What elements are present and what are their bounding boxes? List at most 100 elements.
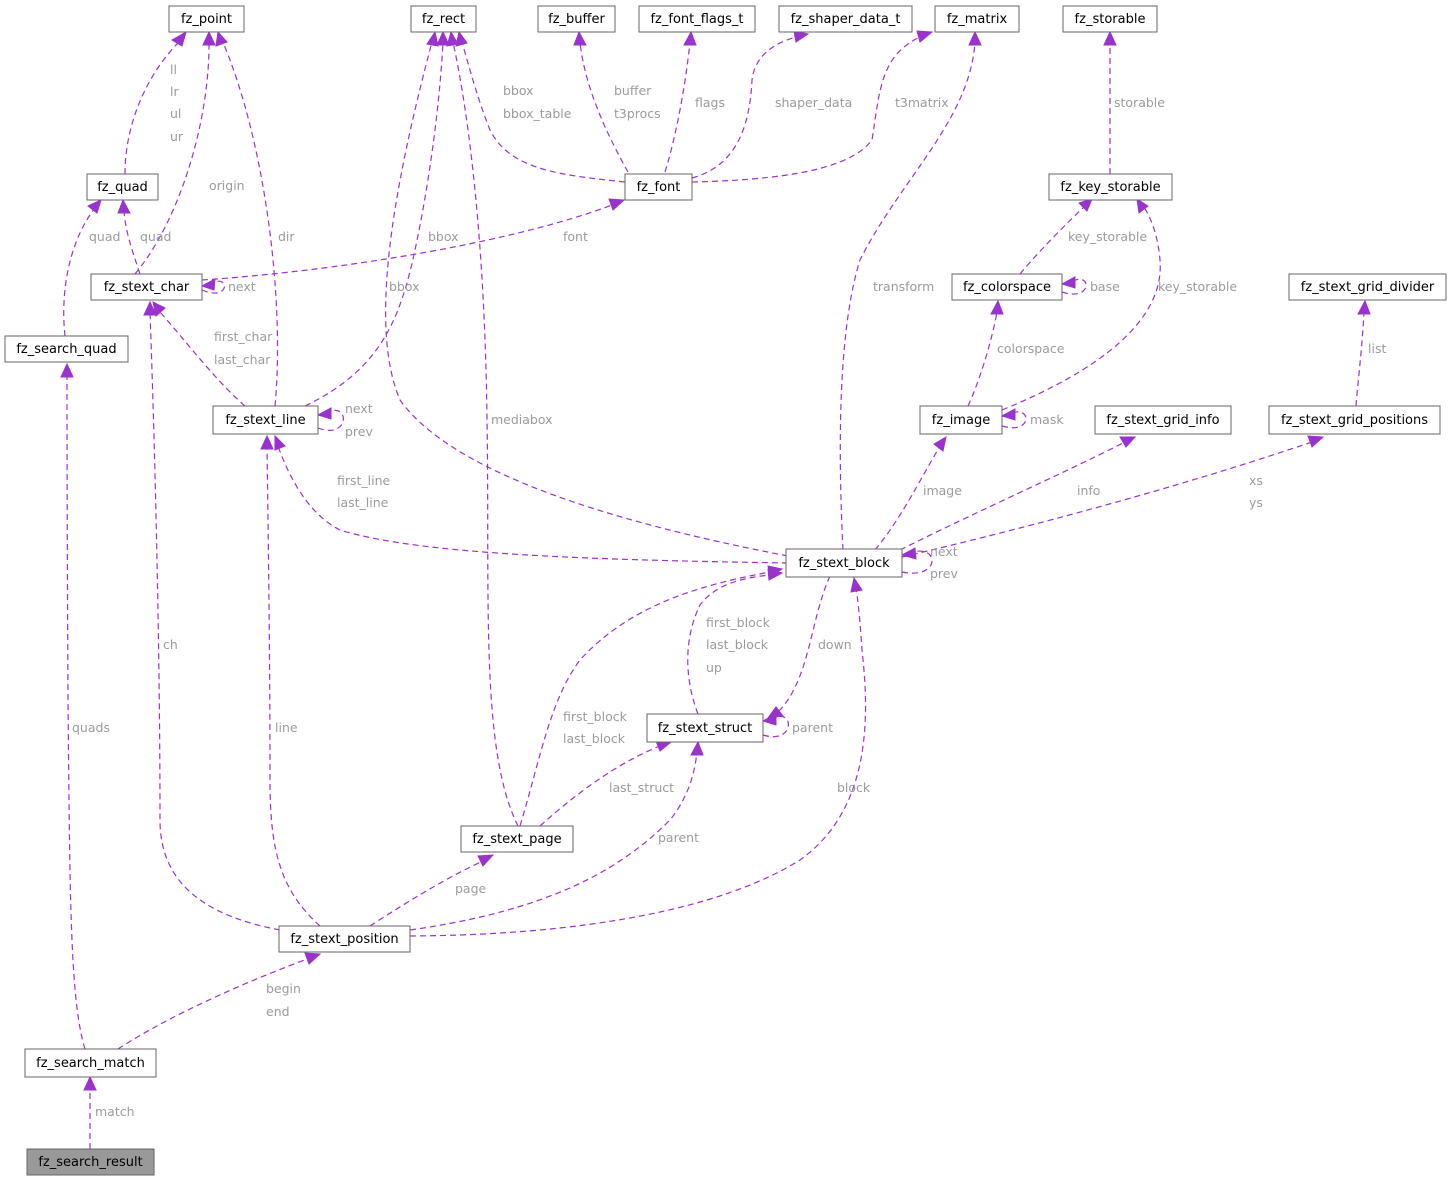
label-image-self: mask <box>1030 412 1064 427</box>
edge-page-block <box>519 565 784 827</box>
node-label: fz_shaper_data_t <box>791 12 901 27</box>
node-label: fz_font <box>637 180 681 195</box>
node-fz-point[interactable]: fz_point <box>168 5 245 33</box>
node-fz-stext-grid-info[interactable]: fz_stext_grid_info <box>1094 405 1232 435</box>
edge-position-page <box>369 854 495 927</box>
node-label: fz_stext_position <box>290 932 398 947</box>
edge-char-quad <box>117 198 141 275</box>
node-fz-quad[interactable]: fz_quad <box>86 173 159 201</box>
node-fz-font-flags-t[interactable]: fz_font_flags_t <box>638 5 756 33</box>
label-struct-block-2: last_block <box>706 637 769 652</box>
node-label: fz_image <box>932 413 990 428</box>
label-block-struct: down <box>818 637 852 652</box>
label-position-line: line <box>275 720 298 735</box>
node-fz-stext-line[interactable]: fz_stext_line <box>212 405 319 435</box>
edge-image-self <box>1000 408 1027 429</box>
node-fz-stext-grid-positions[interactable]: fz_stext_grid_positions <box>1268 405 1441 435</box>
node-fz-storable[interactable]: fz_storable <box>1062 5 1158 33</box>
node-label: fz_key_storable <box>1060 180 1160 195</box>
node-label: fz_buffer <box>548 12 605 27</box>
label-block-matrix: transform <box>873 279 934 294</box>
node-fz-key-storable[interactable]: fz_key_storable <box>1048 173 1173 201</box>
edge-font-matrix <box>691 30 934 183</box>
label-line-char-2: last_char <box>214 352 271 367</box>
node-fz-search-match[interactable]: fz_search_match <box>24 1048 157 1078</box>
label-match-position-1: begin <box>266 981 301 996</box>
edge-block-self <box>900 547 933 574</box>
node-label: fz_stext_char <box>104 280 190 295</box>
node-label: fz_stext_struct <box>658 721 753 736</box>
edge-char-self <box>200 278 226 294</box>
edge-font-buffer <box>573 30 629 173</box>
label-struct-block-1: first_block <box>706 615 771 630</box>
label-keystorable-storable: storable <box>1114 95 1165 110</box>
label-line-rect: bbox <box>428 229 459 244</box>
label-char-self: next <box>228 279 256 294</box>
node-label: fz_stext_grid_positions <box>1281 413 1428 428</box>
node-fz-stext-struct[interactable]: fz_stext_struct <box>646 713 764 743</box>
label-font-rect-1: bbox <box>503 83 534 98</box>
label-quad-point-3: ul <box>170 106 181 121</box>
label-font-flags: flags <box>695 95 725 110</box>
node-fz-font[interactable]: fz_font <box>624 173 693 201</box>
edge-keystorable-storable <box>1103 30 1117 174</box>
edge-position-struct <box>409 740 704 931</box>
label-block-positions-2: ys <box>1249 495 1263 510</box>
node-label: fz_font_flags_t <box>650 12 743 27</box>
node-fz-stext-page[interactable]: fz_stext_page <box>460 825 574 853</box>
node-fz-stext-char[interactable]: fz_stext_char <box>90 273 203 301</box>
node-label: fz_point <box>181 12 232 27</box>
label-quad-point-1: ll <box>170 62 177 77</box>
node-fz-matrix[interactable]: fz_matrix <box>934 5 1020 33</box>
label-char-point: origin <box>209 178 245 193</box>
node-fz-search-quad[interactable]: fz_search_quad <box>4 335 129 363</box>
node-label: fz_matrix <box>947 12 1008 27</box>
label-block-self-1: next <box>930 544 958 559</box>
edge-line-self <box>316 407 344 431</box>
node-fz-image[interactable]: fz_image <box>919 405 1003 435</box>
edge-struct-self <box>761 713 789 738</box>
edge-match-searchquad <box>60 362 86 1050</box>
label-line-self-2: prev <box>345 424 373 439</box>
label-position-block: block <box>837 780 871 795</box>
edge-block-line <box>274 434 789 564</box>
label-line-char-1: first_char <box>214 329 273 344</box>
node-label: fz_quad <box>97 180 148 195</box>
edge-font-rect <box>455 30 626 183</box>
node-fz-stext-block[interactable]: fz_stext_block <box>785 548 903 578</box>
node-fz-rect[interactable]: fz_rect <box>410 5 477 33</box>
label-block-line-1: first_line <box>337 473 391 488</box>
edge-block-positions <box>901 435 1325 558</box>
label-block-info: info <box>1077 483 1100 498</box>
label-block-image: image <box>923 483 962 498</box>
node-label: fz_stext_page <box>472 832 561 847</box>
label-font-buffer-1: buffer <box>614 83 652 98</box>
node-fz-shaper-data-t[interactable]: fz_shaper_data_t <box>778 5 913 33</box>
node-fz-buffer[interactable]: fz_buffer <box>537 5 616 33</box>
label-line-point: dir <box>278 229 295 244</box>
edge-position-block <box>409 576 867 937</box>
label-font-buffer-2: t3procs <box>614 106 661 121</box>
label-struct-self: parent <box>792 720 833 735</box>
label-searchquad-quad: quad <box>89 229 120 244</box>
label-image-keystorable: key_storable <box>1158 279 1237 294</box>
node-fz-search-result[interactable]: fz_search_result <box>26 1148 155 1176</box>
node-fz-stext-grid-divider[interactable]: fz_stext_grid_divider <box>1288 273 1447 301</box>
node-fz-colorspace[interactable]: fz_colorspace <box>951 273 1063 301</box>
node-label: fz_colorspace <box>963 280 1051 295</box>
label-block-positions-1: xs <box>1249 473 1263 488</box>
label-image-colorspace: colorspace <box>997 341 1065 356</box>
label-char-font: font <box>563 229 588 244</box>
label-page-struct: last_struct <box>609 780 674 795</box>
edge-page-rect <box>446 30 519 827</box>
edge-char-font <box>201 198 626 281</box>
label-page-rect: mediabox <box>491 412 553 427</box>
label-position-struct: parent <box>658 830 699 845</box>
edge-result-match <box>83 1075 97 1149</box>
edge-line-rect <box>304 30 450 407</box>
edge-colorspace-self <box>1060 276 1087 295</box>
label-colorspace-keystorable: key_storable <box>1068 229 1147 244</box>
node-fz-stext-position[interactable]: fz_stext_position <box>278 925 411 953</box>
edge-positions-divider <box>1355 299 1371 407</box>
edge-image-keystorable <box>1001 197 1161 411</box>
